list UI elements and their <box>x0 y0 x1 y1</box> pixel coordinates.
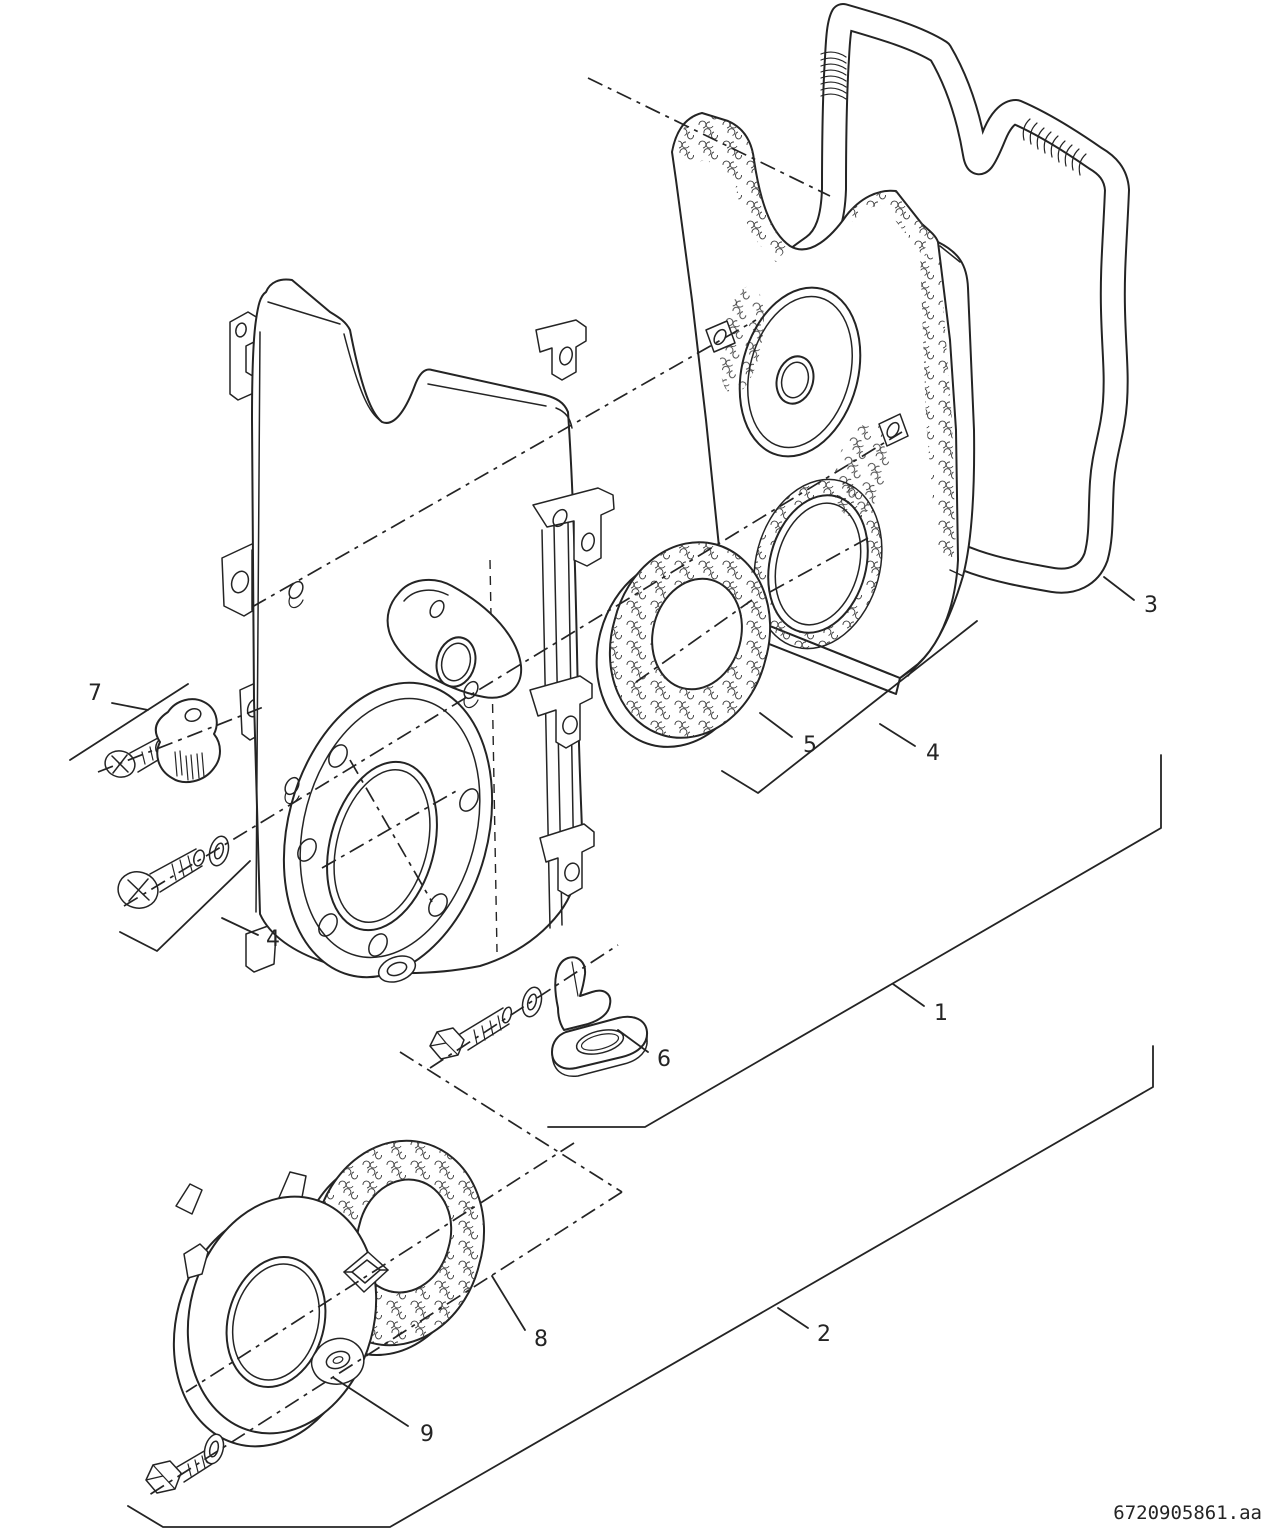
ring-plate-top-left-tab <box>175 1183 203 1215</box>
ring-plate-right-clip <box>343 1251 389 1293</box>
panel-square-hole-lower <box>878 413 909 447</box>
callout-4-right: 4 <box>926 741 940 766</box>
panel-lower-opening <box>753 478 883 650</box>
gasket-coil-section-right <box>1022 118 1087 176</box>
callout-lines <box>69 576 1162 1528</box>
callout-4-left: 4 <box>266 927 280 952</box>
gasket-coil-section-left <box>820 51 847 100</box>
insulation-ring-upper <box>595 541 772 748</box>
callout-5: 5 <box>803 733 817 758</box>
burner-ring-plate <box>172 1171 389 1448</box>
drawing-code: 6720905861.aa <box>1113 1502 1262 1524</box>
ring-plate-bottom-tab <box>310 1337 365 1385</box>
plate-top-right-bracket <box>532 487 615 567</box>
plate-right-clips <box>529 675 595 897</box>
callout-6: 6 <box>657 1047 671 1072</box>
front-plate <box>221 278 615 983</box>
callout-labels: 7 4 4 5 3 1 6 8 9 2 <box>88 593 1158 1447</box>
panel-upper-opening <box>738 286 862 458</box>
callout-2: 2 <box>817 1322 831 1347</box>
callout-1: 1 <box>934 1001 948 1026</box>
screw-and-washer-part-4-left <box>117 835 230 909</box>
callout-3: 3 <box>1144 593 1158 618</box>
callout-9: 9 <box>420 1422 434 1447</box>
plate-small-holes <box>284 580 479 805</box>
plate-bottom-foot <box>377 955 417 983</box>
insulation-panel <box>671 112 976 695</box>
plate-top-clip <box>535 319 587 381</box>
assembly-axes <box>97 77 903 1498</box>
callout-8: 8 <box>534 1327 548 1352</box>
bolt-washer-clamp-part-6 <box>429 956 649 1078</box>
screw-and-cover-part-7 <box>104 698 221 784</box>
panel-square-hole-upper <box>705 320 736 353</box>
ring-plate-left-tab <box>183 1243 209 1279</box>
teardrop-opening <box>386 578 523 699</box>
callout-7: 7 <box>88 681 102 706</box>
